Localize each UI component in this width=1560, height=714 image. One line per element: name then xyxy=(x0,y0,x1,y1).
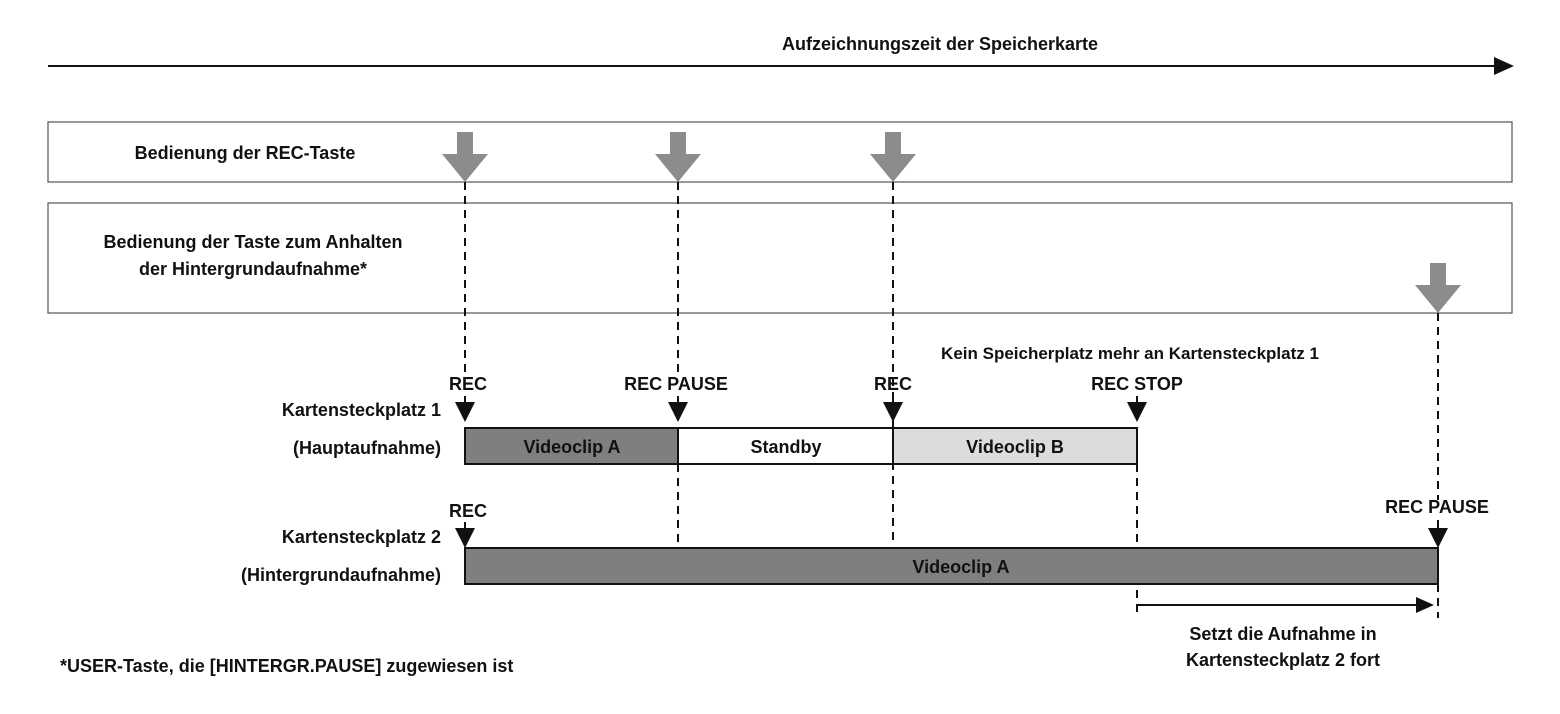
continue-arrow xyxy=(1137,597,1434,613)
down-arrow-icon xyxy=(1415,263,1461,313)
bg-pause-panel-label-line2: der Hintergrundaufnahme* xyxy=(139,259,367,279)
slot2-marker-rec: REC xyxy=(449,501,487,521)
rec-button-panel xyxy=(47,121,1513,183)
slot1-segment-clip-a xyxy=(464,427,679,465)
slot1-segment-standby-label: Standby xyxy=(750,437,821,457)
slot1-marker-rec-stop: REC STOP xyxy=(1091,374,1183,394)
down-arrow-icon xyxy=(442,132,488,182)
slot1-marker-rec-1: REC xyxy=(449,374,487,394)
slot1-marker-rec-pause: REC PAUSE xyxy=(624,374,728,394)
slot1-label-line1: Kartensteckplatz 1 xyxy=(282,400,441,420)
slot1-no-space-note: Kein Speicherplatz mehr an Kartensteckpl… xyxy=(941,344,1319,363)
slot1-segment-clip-a-label: Videoclip A xyxy=(523,437,620,457)
slot1-segment-clip-b xyxy=(892,427,1138,465)
slot1-label-line2: (Hauptaufnahme) xyxy=(293,438,441,458)
slot2-segment-clip-a-label: Videoclip A xyxy=(912,557,1009,577)
bg-pause-panel-label-line1: Bedienung der Taste zum Anhalten xyxy=(103,232,402,252)
slot2-label-line1: Kartensteckplatz 2 xyxy=(282,527,441,547)
down-arrow-icon xyxy=(655,132,701,182)
down-arrow-icon xyxy=(870,132,916,182)
slot2-label-line2: (Hintergrundaufnahme) xyxy=(241,565,441,585)
slot1-segment-clip-b-label: Videoclip B xyxy=(966,437,1064,457)
continue-note-line2: Kartensteckplatz 2 fort xyxy=(1186,650,1380,670)
slot1-marker-rec-2: REC xyxy=(874,374,912,394)
timeline-arrow xyxy=(48,57,1514,75)
slot2-segment-clip-a xyxy=(464,547,1439,585)
continue-note-line1: Setzt die Aufnahme in xyxy=(1189,624,1376,644)
timeline-title: Aufzeichnungszeit der Speicherkarte xyxy=(782,34,1098,54)
slot2-marker-rec-pause: REC PAUSE xyxy=(1385,497,1489,517)
footnote: *USER-Taste, die [HINTERGR.PAUSE] zugewi… xyxy=(60,656,513,676)
rec-button-panel-label: Bedienung der REC-Taste xyxy=(135,143,356,163)
bg-pause-panel xyxy=(47,202,1513,314)
